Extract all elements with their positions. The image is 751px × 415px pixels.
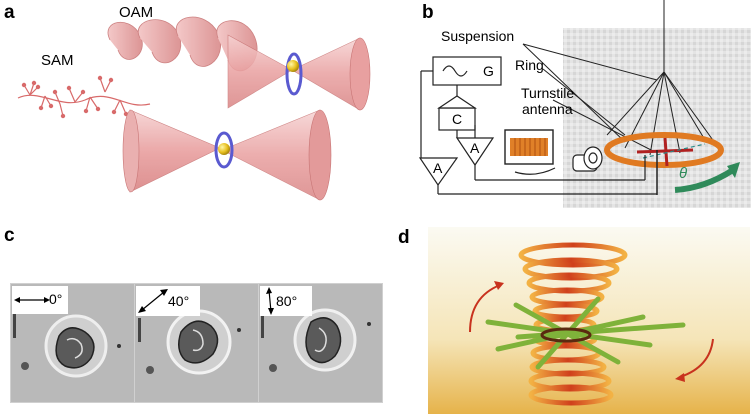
- ring: [604, 132, 724, 168]
- theta-arrow: [674, 167, 735, 193]
- panel-b-label: b: [422, 2, 434, 23]
- rotation-arrow-left: [469, 284, 501, 333]
- angle-label-40: 40°: [136, 286, 200, 316]
- vortex-illustration-box: [428, 227, 750, 414]
- angle-text-80: 80°: [276, 293, 298, 309]
- camera: [572, 146, 603, 172]
- angle-text-40: 40°: [168, 293, 190, 309]
- micrograph-80: [258, 283, 383, 403]
- panel-c: c: [0, 215, 375, 415]
- turnstile-label-2: antenna: [522, 101, 573, 117]
- ring-label: Ring: [515, 57, 544, 73]
- generator-box: [432, 56, 502, 86]
- theta-label: θ: [679, 165, 688, 182]
- turnstile-label-1: Turnstile: [521, 85, 575, 101]
- angle-label-80: 80°: [260, 286, 312, 316]
- micrograph-0: [10, 283, 135, 403]
- panel-d: d: [375, 215, 751, 415]
- vortex-illustration: [469, 242, 714, 406]
- angle-text-0: 0°: [49, 291, 63, 307]
- panel-a-label: a: [4, 2, 15, 23]
- panel-a: a OAM SAM: [0, 0, 375, 215]
- oam-helix: [107, 16, 258, 72]
- amplifier-left: [418, 157, 459, 187]
- c-label: C: [452, 111, 463, 127]
- sam-particle: [218, 143, 230, 155]
- apparatus-diagram: [418, 0, 751, 208]
- panel-b: b: [375, 0, 751, 215]
- oam-cone-in: [227, 34, 293, 109]
- oam-sam-illustration: [17, 16, 371, 201]
- sam-cone-in: [129, 109, 221, 193]
- g-label: G: [483, 63, 494, 79]
- sam-ring: [214, 131, 234, 169]
- oam-ring: [285, 52, 303, 96]
- rotation-arrow-right: [679, 338, 714, 378]
- oam-label: OAM: [119, 4, 154, 21]
- a-label-right: A: [470, 140, 480, 156]
- panel-d-label: d: [398, 227, 410, 248]
- a-label-left: A: [433, 160, 443, 176]
- panel-c-label: c: [4, 225, 15, 246]
- oam-particle: [287, 60, 299, 72]
- sam-helix: [17, 75, 151, 119]
- suspension-label: Suspension: [441, 28, 515, 44]
- angle-label-0: 0°: [12, 286, 68, 314]
- sam-label: SAM: [41, 52, 74, 69]
